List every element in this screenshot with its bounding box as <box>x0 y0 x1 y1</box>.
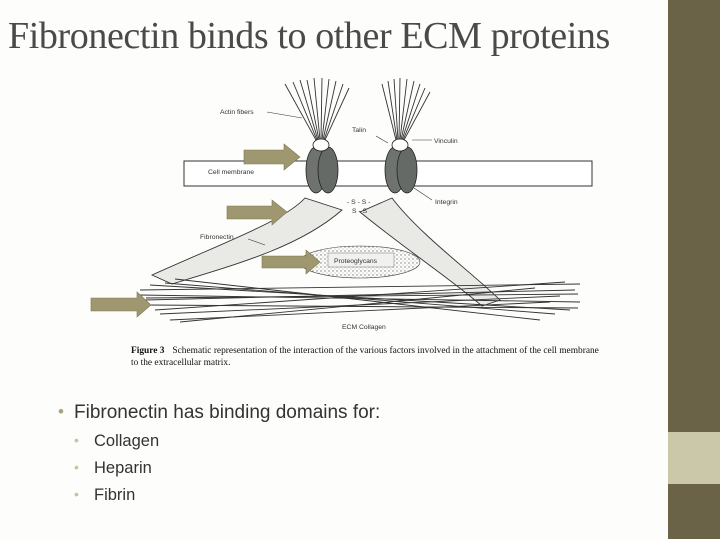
bullet-fibrin: Fibrin <box>74 486 380 505</box>
bullet-list: Fibronectin has binding domains for: Col… <box>58 402 380 505</box>
integrin-left <box>305 138 339 194</box>
label-actin: Actin fibers <box>220 109 254 116</box>
pointer-arrow-fibronectin <box>226 199 288 226</box>
label-vinculin: Vinculin <box>434 138 458 145</box>
label-ss-2: S - S <box>352 208 368 215</box>
label-ss-1: - S - S - <box>347 199 370 206</box>
label-fibronectin: Fibronectin <box>200 234 234 241</box>
bullet-collagen: Collagen <box>74 432 380 451</box>
label-proteoglycans: Proteoglycans <box>334 258 378 265</box>
label-ecm-collagen: ECM Collagen <box>342 324 386 331</box>
actin-fibers-right <box>381 77 431 141</box>
fibronectin-right-arm <box>359 197 501 307</box>
pointer-arrow-integrin <box>243 143 301 171</box>
label-talin: Talin <box>352 127 366 134</box>
pointer-arrow-collagen <box>90 291 152 318</box>
figure-label: Figure 3 <box>131 346 165 356</box>
slide: Fibronectin binds to other ECM proteins <box>0 0 668 539</box>
figure: Actin fibers Talin Vinculin Cell membran… <box>80 70 600 382</box>
bullet-heparin: Heparin <box>74 459 380 478</box>
decorative-sidebar-band <box>668 432 720 484</box>
pointer-arrow-proteoglycans <box>261 249 321 275</box>
caption-text: Schematic representation of the interact… <box>131 346 599 368</box>
integrin-right <box>384 138 418 194</box>
bullet-main: Fibronectin has binding domains for: <box>58 402 380 424</box>
actin-fibers-left <box>284 77 350 141</box>
slide-title: Fibronectin binds to other ECM proteins <box>8 15 610 57</box>
label-integrin: Integrin <box>435 199 458 206</box>
ecm-diagram: Actin fibers Talin Vinculin Cell membran… <box>90 77 593 331</box>
ecm-collagen-fibers <box>139 278 581 323</box>
label-cell-membrane: Cell membrane <box>208 169 254 176</box>
